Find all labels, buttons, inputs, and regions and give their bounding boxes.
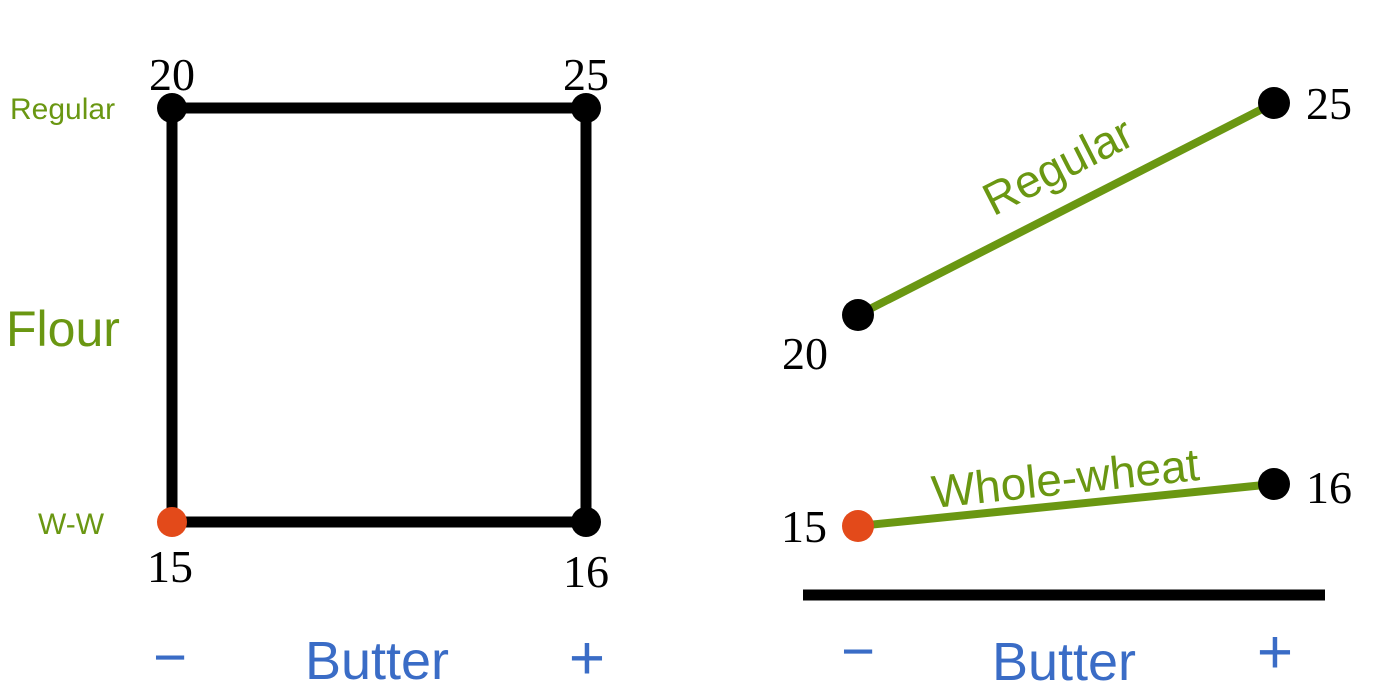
point-ww-minus bbox=[157, 507, 187, 537]
value-top-left: 20 bbox=[149, 49, 195, 100]
butter-axis-label: Butter bbox=[992, 632, 1136, 692]
ww-plus-value: 16 bbox=[1306, 462, 1352, 513]
point-regular-minus bbox=[157, 93, 187, 123]
butter-plus-label: + bbox=[1257, 618, 1293, 687]
flour-ww-label: W-W bbox=[38, 508, 105, 541]
ww-plus-point bbox=[1258, 468, 1290, 500]
regular-plus-point bbox=[1258, 87, 1290, 119]
regular-plus-value: 25 bbox=[1306, 78, 1352, 129]
butter-minus-label: − bbox=[153, 625, 187, 690]
point-regular-plus bbox=[571, 93, 601, 123]
flour-axis-label: Flour bbox=[6, 301, 120, 357]
whole-wheat-line bbox=[857, 480, 1275, 530]
value-bottom-left: 15 bbox=[147, 541, 193, 592]
design-square: 20 25 15 16 Regular Flour W-W − Butter + bbox=[6, 49, 609, 693]
ww-minus-value: 15 bbox=[781, 501, 827, 552]
interaction-plot: 20 25 15 16 Regular Whole-wheat − Butter… bbox=[781, 78, 1352, 692]
ww-minus-point bbox=[842, 510, 874, 542]
butter-plus-label: + bbox=[569, 624, 605, 693]
regular-minus-point bbox=[842, 299, 874, 331]
point-ww-plus bbox=[571, 507, 601, 537]
value-bottom-right: 16 bbox=[563, 546, 609, 597]
butter-minus-label: − bbox=[841, 619, 875, 684]
regular-line bbox=[856, 99, 1276, 319]
regular-line-label: Regular bbox=[974, 106, 1141, 225]
flour-regular-label: Regular bbox=[10, 93, 115, 126]
value-top-right: 25 bbox=[563, 49, 609, 100]
regular-minus-value: 20 bbox=[782, 328, 828, 379]
square-frame bbox=[166, 102, 592, 528]
butter-axis-label: Butter bbox=[305, 631, 449, 691]
